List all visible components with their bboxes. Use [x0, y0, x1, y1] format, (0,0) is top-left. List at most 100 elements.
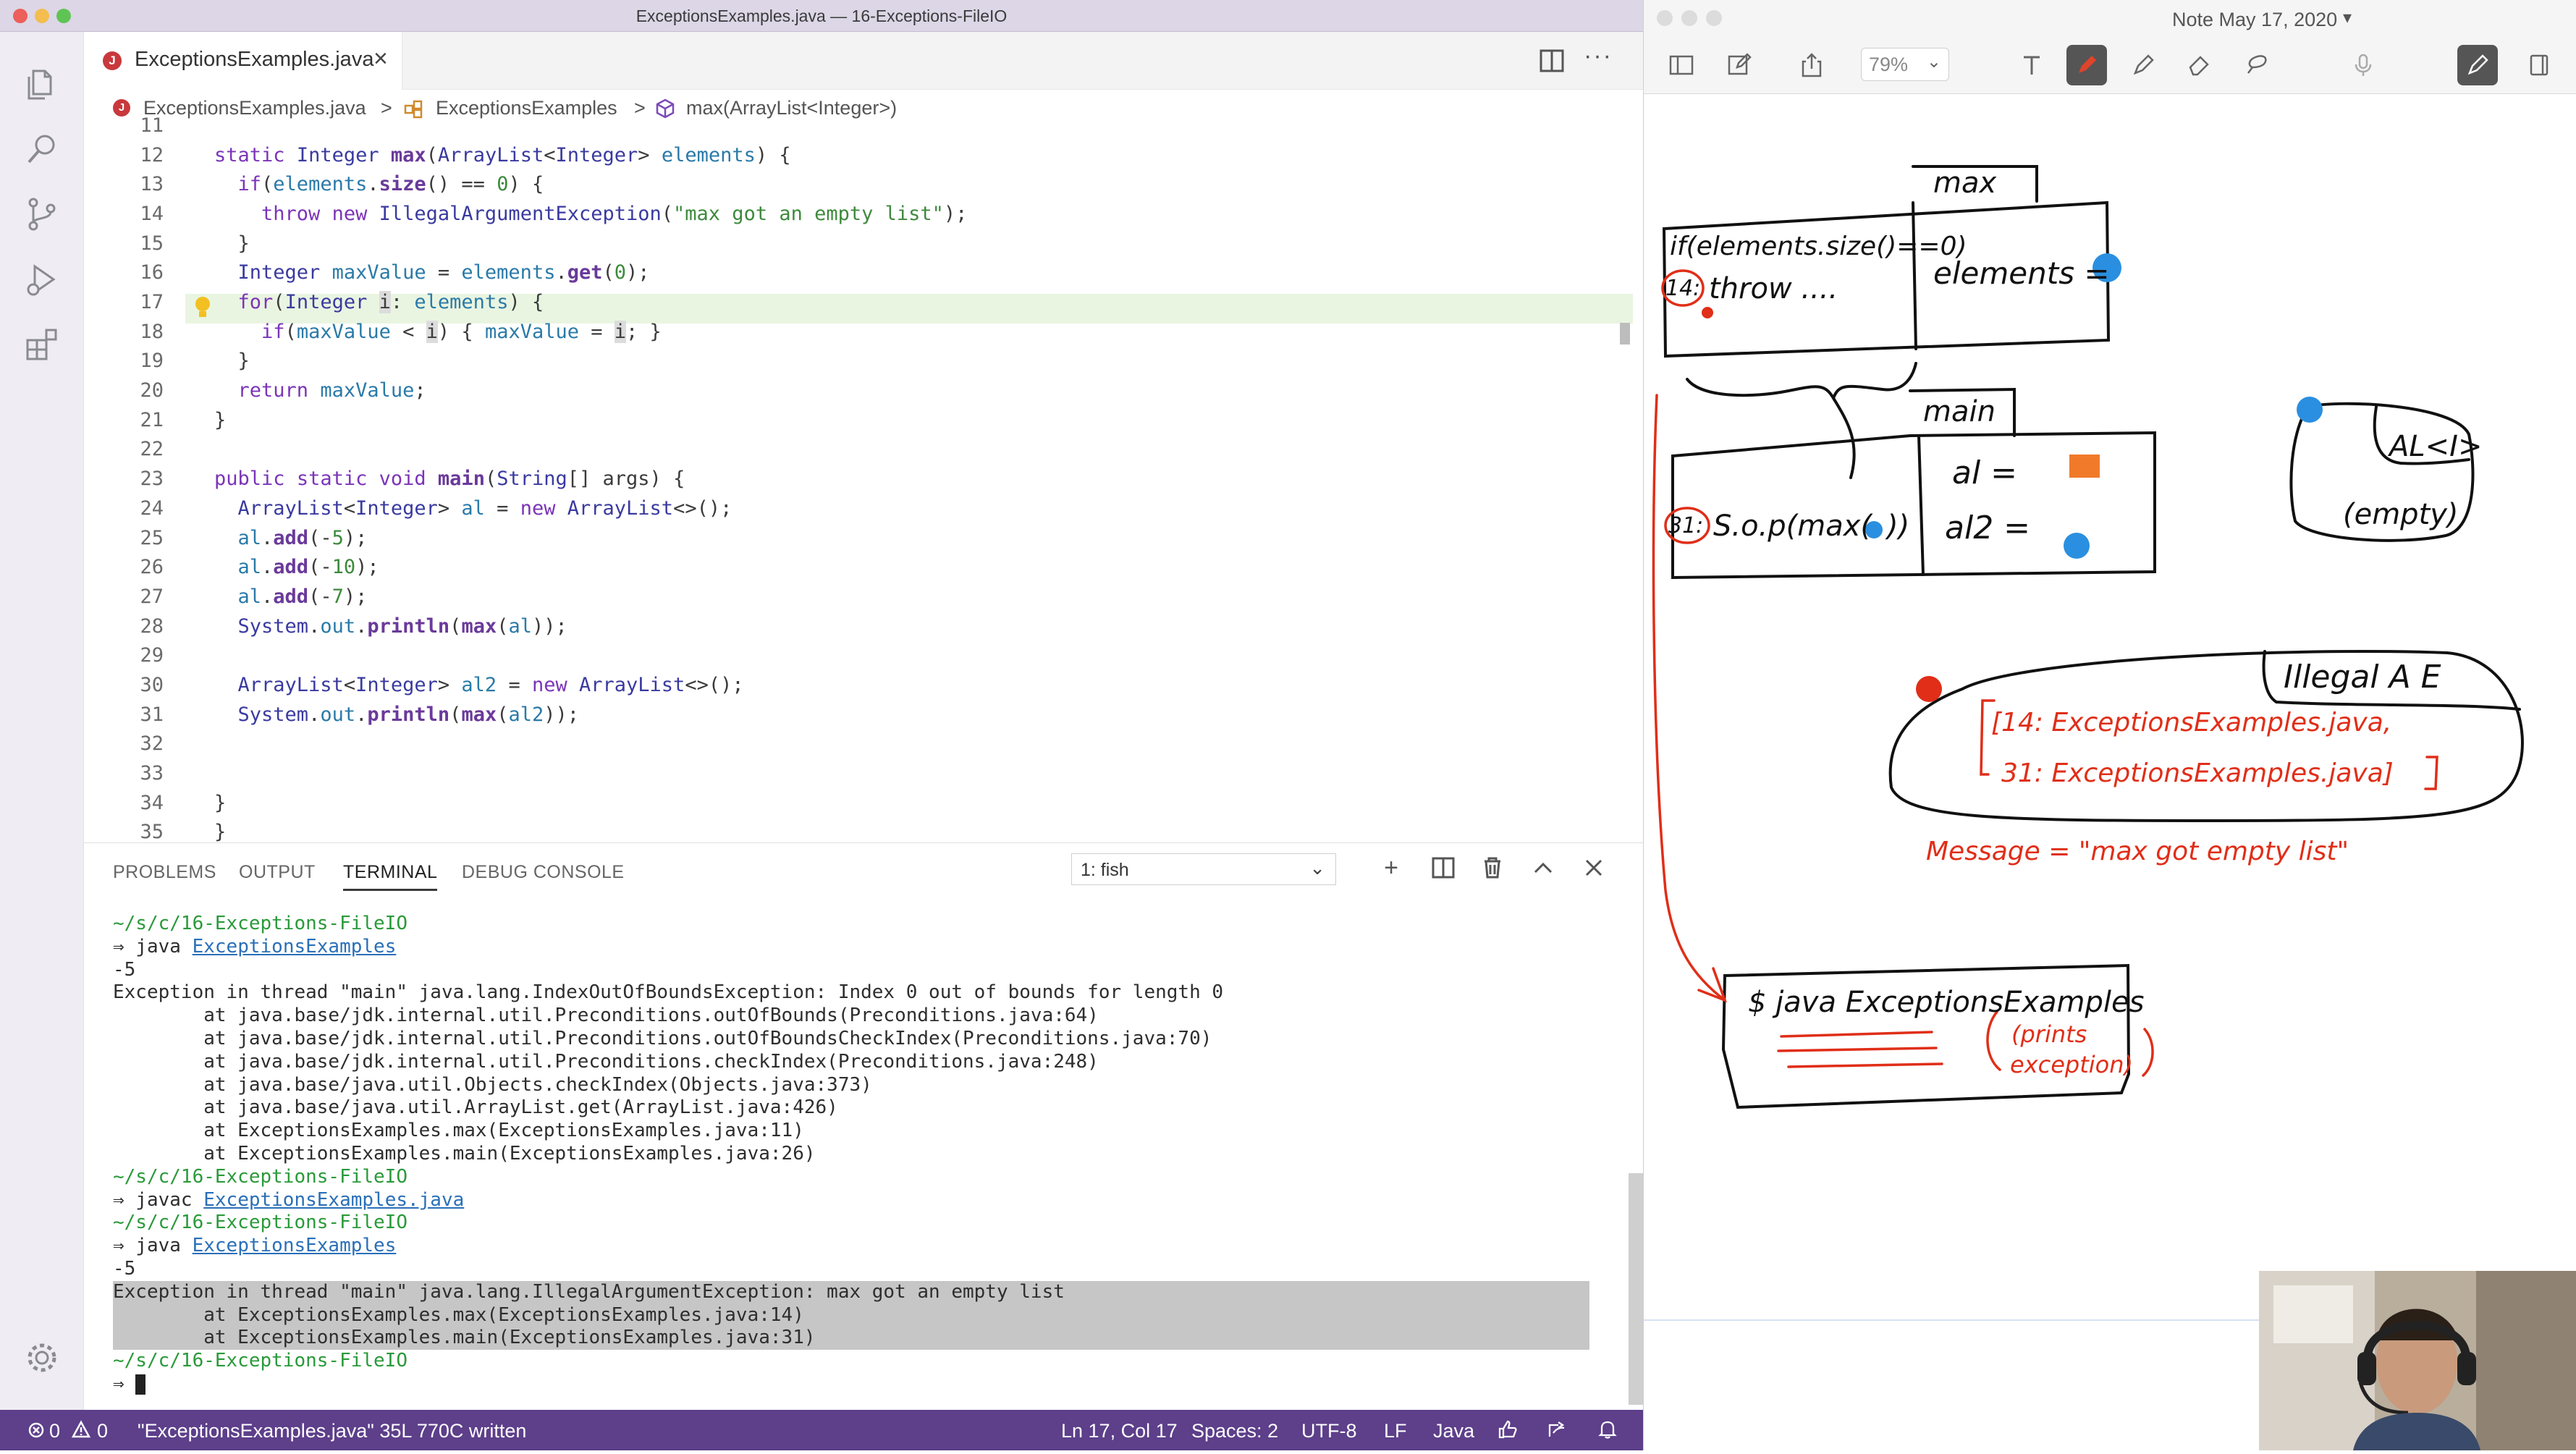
tab-exceptions-examples[interactable]: J ExceptionsExamples.java × [84, 32, 402, 90]
code-line[interactable]: Integer maxValue = elements.get(0); [237, 261, 650, 284]
microphone-icon[interactable] [2343, 45, 2383, 85]
terminal-line: at ExceptionsExamples.main(ExceptionsExa… [113, 1143, 815, 1166]
red-dot [1702, 307, 1713, 318]
terminal-file-link[interactable]: ExceptionsExamples [192, 935, 397, 958]
code-line[interactable]: if(elements.size() == 0) { [237, 173, 544, 196]
search-icon[interactable] [23, 130, 61, 168]
cursor-position[interactable]: Ln 17, Col 17 [1061, 1420, 1178, 1442]
lasso-icon[interactable] [2236, 45, 2276, 85]
split-terminal-icon[interactable] [1429, 853, 1458, 882]
page-view-icon[interactable] [2520, 45, 2560, 85]
breadcrumb-method[interactable]: max(ArrayList<Integer>) [686, 97, 898, 119]
code-line[interactable]: System.out.println(max(al2)); [237, 703, 580, 726]
share-icon[interactable] [1791, 45, 1832, 85]
settings-gear-icon[interactable] [23, 1339, 61, 1377]
lightbulb-icon[interactable] [193, 295, 213, 320]
close-panel-icon[interactable] [1579, 853, 1608, 882]
code-line[interactable]: al.add(-7); [237, 585, 368, 608]
hw-prints: (prints [2011, 1020, 2087, 1048]
live-share-icon[interactable] [1546, 1419, 1568, 1440]
terminal-select[interactable]: 1: fish ⌄ [1071, 853, 1336, 885]
warning-count[interactable]: 0 [97, 1420, 109, 1442]
terminal-line: ~/s/c/16-Exceptions-FileIO [113, 1350, 407, 1373]
terminal-line: ⇒ java ExceptionsExamples [113, 936, 396, 959]
code-line[interactable]: } [214, 821, 227, 844]
code-line[interactable]: if(maxValue < i) { maxValue = i; } [261, 320, 662, 343]
code-line[interactable]: for(Integer i: elements) { [237, 291, 544, 314]
code-line[interactable]: System.out.println(max(al)); [237, 614, 567, 638]
warning-icon[interactable] [71, 1420, 91, 1439]
trash-icon[interactable] [1478, 853, 1507, 882]
terminal-output-text: at ExceptionsExamples.max(ExceptionsExam… [113, 1120, 804, 1142]
indentation[interactable]: Spaces: 2 [1191, 1420, 1279, 1442]
close-window-button[interactable] [1657, 10, 1673, 26]
sidebar-toggle-icon[interactable] [1661, 45, 1702, 85]
minimize-window-button[interactable] [35, 9, 49, 23]
bell-icon[interactable] [1597, 1419, 1618, 1440]
code-line[interactable]: ArrayList<Integer> al2 = new ArrayList<>… [237, 673, 744, 696]
terminal-output-text: -5 [113, 1258, 136, 1280]
terminal-output[interactable]: ~/s/c/16-Exceptions-FileIO⇒ java Excepti… [113, 913, 1618, 1405]
error-icon[interactable] [28, 1421, 45, 1439]
terminal-file-link[interactable]: ExceptionsExamples [192, 1235, 397, 1257]
new-terminal-icon[interactable]: + [1384, 854, 1398, 882]
breadcrumb-class[interactable]: ExceptionsExamples [436, 97, 617, 119]
end-of-line[interactable]: LF [1384, 1420, 1407, 1442]
tab-debug-console[interactable]: DEBUG CONSOLE [462, 862, 625, 882]
highlighter-icon[interactable] [2123, 45, 2163, 85]
terminal-file-link[interactable]: ExceptionsExamples.java [203, 1188, 465, 1211]
compose-icon[interactable] [1719, 45, 1760, 85]
minimize-window-button[interactable] [1681, 10, 1697, 26]
breadcrumb-file[interactable]: ExceptionsExamples.java [143, 97, 366, 119]
code-line[interactable]: return maxValue; [237, 379, 426, 402]
line-number: 16 [140, 261, 164, 284]
close-window-button[interactable] [13, 9, 28, 23]
note-title[interactable]: Note May 17, 2020 [2172, 9, 2338, 30]
terminal-line: ~/s/c/16-Exceptions-FileIO [113, 1212, 407, 1235]
eraser-icon[interactable] [2179, 45, 2220, 85]
code-line[interactable]: } [214, 232, 250, 255]
code-line[interactable]: public static void main(String[] args) { [214, 468, 685, 491]
close-icon[interactable]: × [373, 45, 388, 72]
explorer-icon[interactable] [23, 65, 61, 103]
chevron-down-icon[interactable]: ▾ [2343, 8, 2352, 28]
text-tool-icon[interactable] [2011, 45, 2052, 85]
pencil-mode-icon[interactable] [2457, 45, 2498, 85]
thumbs-up-icon[interactable] [1497, 1419, 1519, 1440]
maximize-panel-icon[interactable] [1529, 853, 1558, 882]
code-line[interactable]: ArrayList<Integer> al = new ArrayList<>(… [237, 496, 732, 520]
zoom-select[interactable]: 79%⌄ [1861, 48, 1949, 81]
terminal-line: at java.base/jdk.internal.util.Precondit… [113, 1005, 1099, 1028]
source-control-icon[interactable] [23, 195, 61, 233]
error-count[interactable]: 0 [49, 1420, 61, 1442]
run-debug-icon[interactable] [23, 261, 61, 298]
line-number: 33 [140, 761, 164, 785]
split-editor-icon[interactable] [1539, 48, 1565, 74]
terminal-line: ~/s/c/16-Exceptions-FileIO [113, 913, 407, 936]
terminal-line: at java.base/java.util.Objects.checkInde… [113, 1074, 872, 1097]
code-line[interactable]: throw new IllegalArgumentException("max … [261, 203, 968, 226]
code-line[interactable]: } [214, 791, 227, 814]
language-mode[interactable]: Java [1433, 1420, 1475, 1442]
status-bar: 0 0 "ExceptionsExamples.java" 35L 770C w… [0, 1410, 1643, 1450]
code-line[interactable]: static Integer max(ArrayList<Integer> el… [214, 143, 791, 166]
encoding[interactable]: UTF-8 [1301, 1420, 1357, 1442]
tab-terminal[interactable]: TERMINAL [343, 862, 438, 891]
extensions-icon[interactable] [23, 326, 61, 363]
pen-tool-icon[interactable] [2066, 45, 2107, 85]
tab-output[interactable]: OUTPUT [239, 862, 316, 882]
code-line[interactable]: al.add(-10); [237, 556, 379, 579]
hw-if-line: if(elements.size()==0) [1670, 232, 1967, 261]
terminal-scrollbar[interactable] [1629, 1173, 1643, 1405]
editor-scrollbar[interactable] [1620, 323, 1630, 345]
code-line[interactable]: } [214, 408, 227, 431]
code-line[interactable]: } [214, 350, 250, 373]
more-actions-icon[interactable]: ··· [1584, 42, 1613, 69]
zoom-window-button[interactable] [56, 9, 71, 23]
code-line[interactable]: al.add(-5); [237, 526, 368, 549]
drawing-canvas[interactable]: max if(elements.size()==0) 14: throw ...… [1644, 94, 2576, 1450]
tab-problems[interactable]: PROBLEMS [113, 862, 216, 882]
zoom-window-button[interactable] [1706, 10, 1722, 26]
frame-label-max: max [1933, 166, 1996, 200]
